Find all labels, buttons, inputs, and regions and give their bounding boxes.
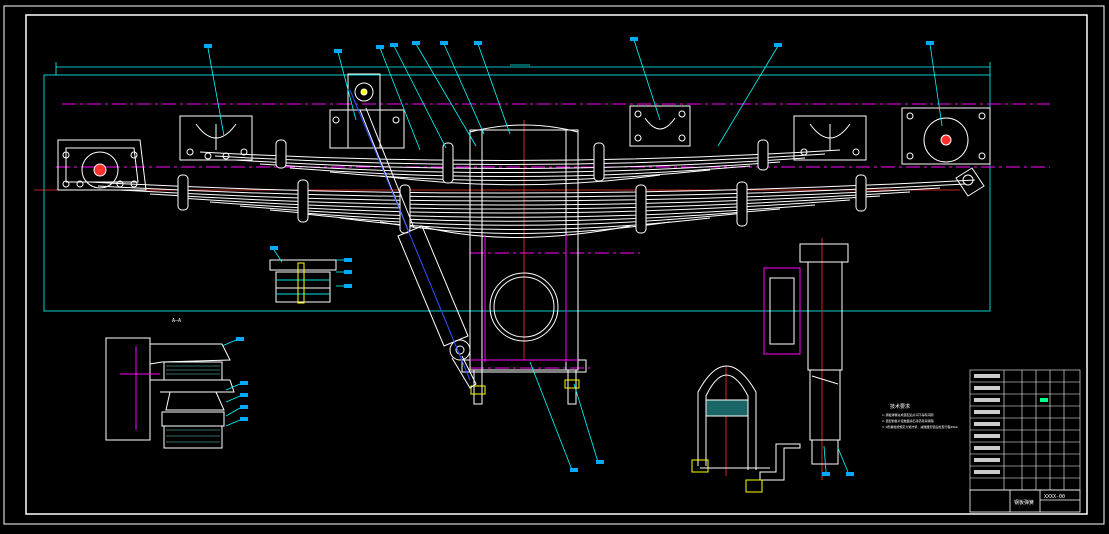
u-bolts bbox=[470, 369, 580, 405]
inner-frame bbox=[25, 14, 1088, 515]
clip-detail-view bbox=[269, 259, 337, 304]
part-balloons bbox=[204, 37, 934, 476]
shock-absorber-detail bbox=[759, 243, 849, 481]
auxiliary-leaf-spring bbox=[199, 149, 841, 186]
parts-list-table bbox=[969, 369, 1081, 491]
technical-note-2: 2.装配前各片接触面涂石墨钙基润滑脂 bbox=[882, 418, 934, 423]
section-label: A—A bbox=[172, 318, 181, 324]
torque-rod-bracket bbox=[329, 73, 405, 149]
section-a-a-view bbox=[105, 337, 235, 449]
rear-hanger-bracket bbox=[901, 107, 991, 197]
upper-bracket-mid bbox=[629, 105, 691, 147]
main-leaf-spring bbox=[89, 179, 976, 238]
spring-clips bbox=[177, 139, 867, 234]
technical-notes-title: 技术要求 bbox=[890, 403, 910, 410]
upper-bracket-right bbox=[793, 115, 867, 161]
title-block-drawing-name: 钢板弹簧 bbox=[1014, 499, 1034, 506]
outer-frame bbox=[3, 5, 1105, 525]
upper-bracket-left bbox=[179, 115, 253, 161]
title-block bbox=[969, 489, 1081, 513]
technical-note-3: 3.U形螺栓按规定力矩拧紧，减振器安装后检查行程20mm bbox=[882, 424, 958, 429]
axle-seat-highlight bbox=[470, 235, 578, 362]
shock-absorber bbox=[359, 107, 477, 389]
u-bolt-detail bbox=[691, 365, 770, 493]
parts-list-text-blocks bbox=[974, 374, 1048, 474]
leader-lines bbox=[207, 39, 943, 473]
title-block-drawing-number: XXXX-00 bbox=[1044, 494, 1065, 500]
section-hatching bbox=[166, 365, 220, 443]
shock-axis bbox=[349, 89, 471, 381]
front-hanger-bracket bbox=[57, 139, 147, 191]
technical-note-1: 1.钢板弹簧总成装配后片间不得有间隙 bbox=[882, 412, 934, 417]
bracket-section-view bbox=[763, 267, 801, 355]
